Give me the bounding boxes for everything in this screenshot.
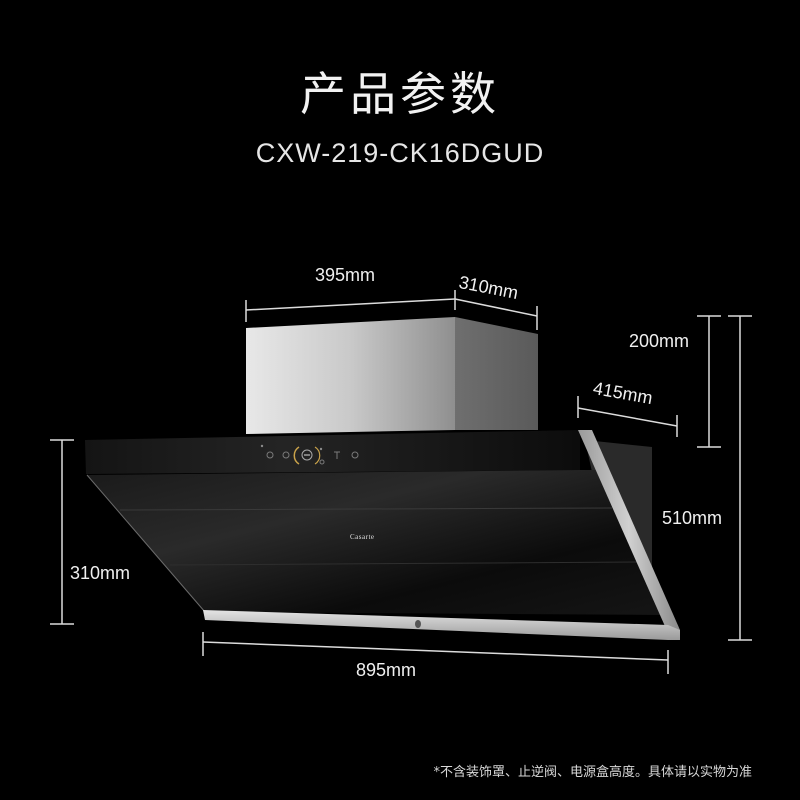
bottom-sensor-dot	[415, 620, 421, 628]
dim-total-height: 510mm	[662, 508, 723, 528]
footnote: *不含装饰罩、止逆阀、电源盒高度。具体请以实物为准	[433, 765, 752, 780]
dim-front-height: 310mm	[70, 563, 131, 583]
control-icons	[260, 444, 359, 465]
brand-logo: Casarte	[350, 533, 375, 541]
dim-duct-width: 395mm	[315, 265, 376, 285]
dim-total-width: 895mm	[356, 660, 417, 680]
side-steel-trim	[578, 430, 680, 633]
control-panel	[85, 430, 580, 474]
model-number: CXW-219-CK16DGUD	[255, 138, 545, 168]
page-title: 产品参数	[300, 67, 500, 121]
duct-cover	[246, 317, 538, 434]
bottom-steel-bar	[203, 610, 680, 640]
dimension-lines	[50, 290, 752, 674]
dim-duct-height: 200mm	[629, 331, 690, 351]
glass-front-panel	[87, 470, 665, 615]
